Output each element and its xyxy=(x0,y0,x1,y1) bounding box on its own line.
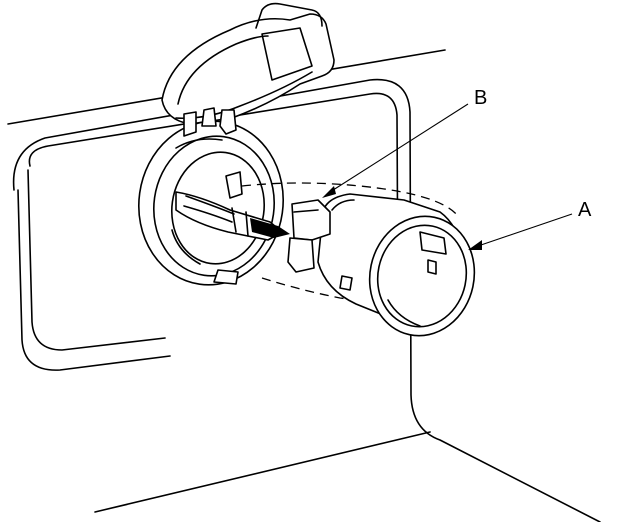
screwdriver-icon xyxy=(175,191,290,241)
dashboard-panel-outline xyxy=(7,49,601,523)
retaining-tab-icon xyxy=(287,199,331,273)
callout-label-a: A xyxy=(578,199,592,221)
callout-leaders xyxy=(322,103,573,250)
callout-label-b: B xyxy=(474,87,487,109)
socket-sleeve-icon xyxy=(317,193,476,337)
socket-cap-icon xyxy=(161,2,335,125)
